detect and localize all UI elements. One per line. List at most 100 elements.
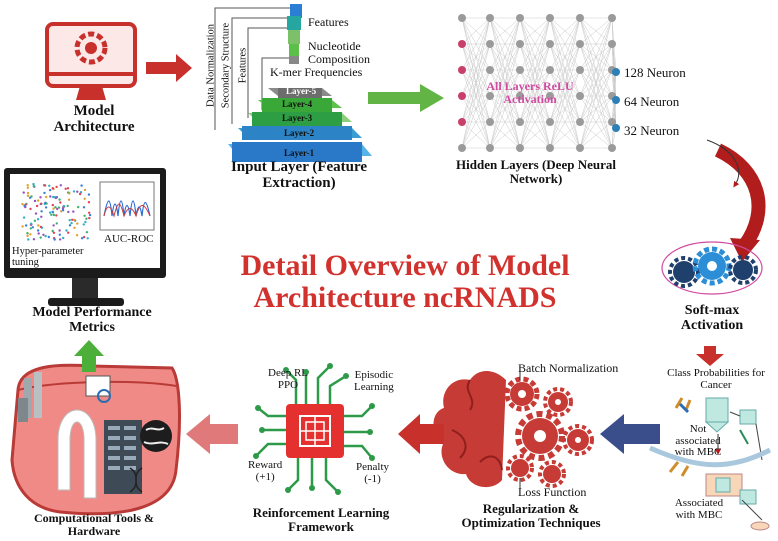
episodic-learning-label: Episodic Learning (354, 369, 394, 393)
hidden-neuron (516, 40, 524, 48)
scatter-dot (32, 182, 35, 186)
hidden-neuron (516, 66, 524, 74)
scatter-dot (40, 215, 43, 218)
input-neuron (458, 66, 466, 74)
scatter-dot (49, 188, 52, 192)
scatter-dot (73, 218, 76, 222)
scatter-dot (79, 191, 83, 194)
reward-label: Reward (+1) (248, 459, 283, 483)
scatter-dot (73, 226, 76, 229)
scatter-dot (67, 198, 71, 201)
scatter-dot (83, 214, 86, 217)
computational-label: Computational Tools & Hardware (33, 511, 155, 538)
neural-network-graphic (458, 14, 620, 152)
scatter-dot (59, 238, 62, 241)
scatter-dot (30, 222, 33, 225)
scatter-dot (32, 238, 36, 241)
relu-activation-label: All Layers ReLU Activation (486, 79, 574, 106)
scatter-dot (85, 231, 89, 234)
not-associated-label: Not associated with MBC (674, 423, 722, 459)
hidden-neuron (486, 92, 494, 100)
penalty-label: Penalty (-1) (356, 461, 389, 485)
layer-3-label: Layer-3 (282, 113, 313, 123)
scatter-dot (50, 213, 53, 216)
scatter-dot (26, 184, 29, 187)
output-neuron (612, 124, 620, 132)
scatter-dot (85, 217, 88, 220)
scatter-dot (40, 202, 43, 205)
computational-hardware-icon (10, 363, 181, 516)
feature-label-kmer: K-mer Frequencies (270, 65, 363, 79)
regularization-label: Regularization & Optimization Techniques (461, 501, 601, 530)
scatter-dot (82, 235, 86, 239)
vertical-label-features: Features (237, 47, 249, 84)
layer-2-label: Layer-2 (284, 128, 315, 138)
monitor-gear-icon (45, 22, 137, 100)
scatter-dot (33, 199, 37, 203)
scatter-dot (37, 232, 40, 235)
scatter-dot (87, 201, 91, 204)
hidden-neuron (576, 118, 584, 126)
hidden-neuron (486, 118, 494, 126)
hidden-neuron (486, 14, 494, 22)
scatter-dot (67, 210, 70, 214)
scatter-dot (48, 211, 52, 214)
hidden-neuron (458, 14, 466, 22)
scatter-dot (82, 206, 86, 209)
feature-label-features: Features (308, 15, 349, 29)
scatter-dot (43, 191, 46, 195)
scatter-dot (26, 186, 29, 189)
scatter-dot (88, 216, 91, 220)
scatter-dot (54, 196, 58, 200)
neuron-128-label: 128 Neuron (624, 65, 686, 80)
scatter-dot (48, 184, 51, 187)
hidden-neuron (608, 118, 616, 126)
scatter-dot (70, 221, 73, 225)
scatter-dot (58, 229, 61, 232)
scatter-dot (52, 231, 56, 234)
scatter-dot (32, 184, 35, 188)
reinforcement-label: Reinforcement Learning Framework (252, 505, 390, 534)
scatter-dot (62, 236, 65, 240)
input-layer-pyramid (214, 4, 372, 162)
softmax-label: Soft-max Activation (680, 303, 744, 333)
scatter-dot (51, 229, 54, 233)
scatter-dot (60, 210, 63, 213)
scatter-dot (43, 184, 47, 187)
hidden-neuron (576, 40, 584, 48)
scatter-dot (76, 222, 79, 225)
scatter-dot (52, 213, 56, 217)
hidden-neuron (516, 14, 524, 22)
scatter-dot (35, 204, 39, 208)
scatter-dot (88, 211, 91, 214)
scatter-dot (58, 233, 61, 236)
hidden-neuron (486, 66, 494, 74)
scatter-dot (47, 235, 50, 239)
hidden-neuron (486, 144, 494, 152)
deep-rl-ppo-label: Deep RL PPO (268, 367, 309, 391)
hidden-neuron (608, 144, 616, 152)
feature-label-nucleotide: Nucleotide (308, 39, 361, 53)
scatter-dot (86, 237, 89, 240)
scatter-dot (26, 232, 29, 235)
neuron-64-label: 64 Neuron (624, 94, 680, 109)
scatter-dot (72, 210, 75, 213)
hidden-neuron (516, 118, 524, 126)
hidden-neuron (546, 92, 554, 100)
hidden-neuron (458, 144, 466, 152)
scatter-dot (29, 227, 32, 230)
hidden-neuron (576, 92, 584, 100)
scatter-dot (68, 219, 71, 222)
scatter-dot (67, 231, 70, 234)
scatter-dot (22, 191, 25, 194)
hidden-layers-label: Hidden Layers (Deep Neural Network) (456, 157, 616, 186)
scatter-dot (82, 223, 86, 226)
scatter-dot (21, 202, 24, 206)
neuron-32-label: 32 Neuron (624, 123, 680, 138)
scatter-dot (77, 205, 80, 209)
associated-label: Associated with MBC (674, 497, 724, 521)
hidden-neuron (546, 14, 554, 22)
layer-4-label: Layer-4 (282, 99, 313, 109)
brain-gears-icon (433, 368, 594, 490)
input-layer-label: Input Layer (Feature Extraction) (230, 159, 368, 191)
